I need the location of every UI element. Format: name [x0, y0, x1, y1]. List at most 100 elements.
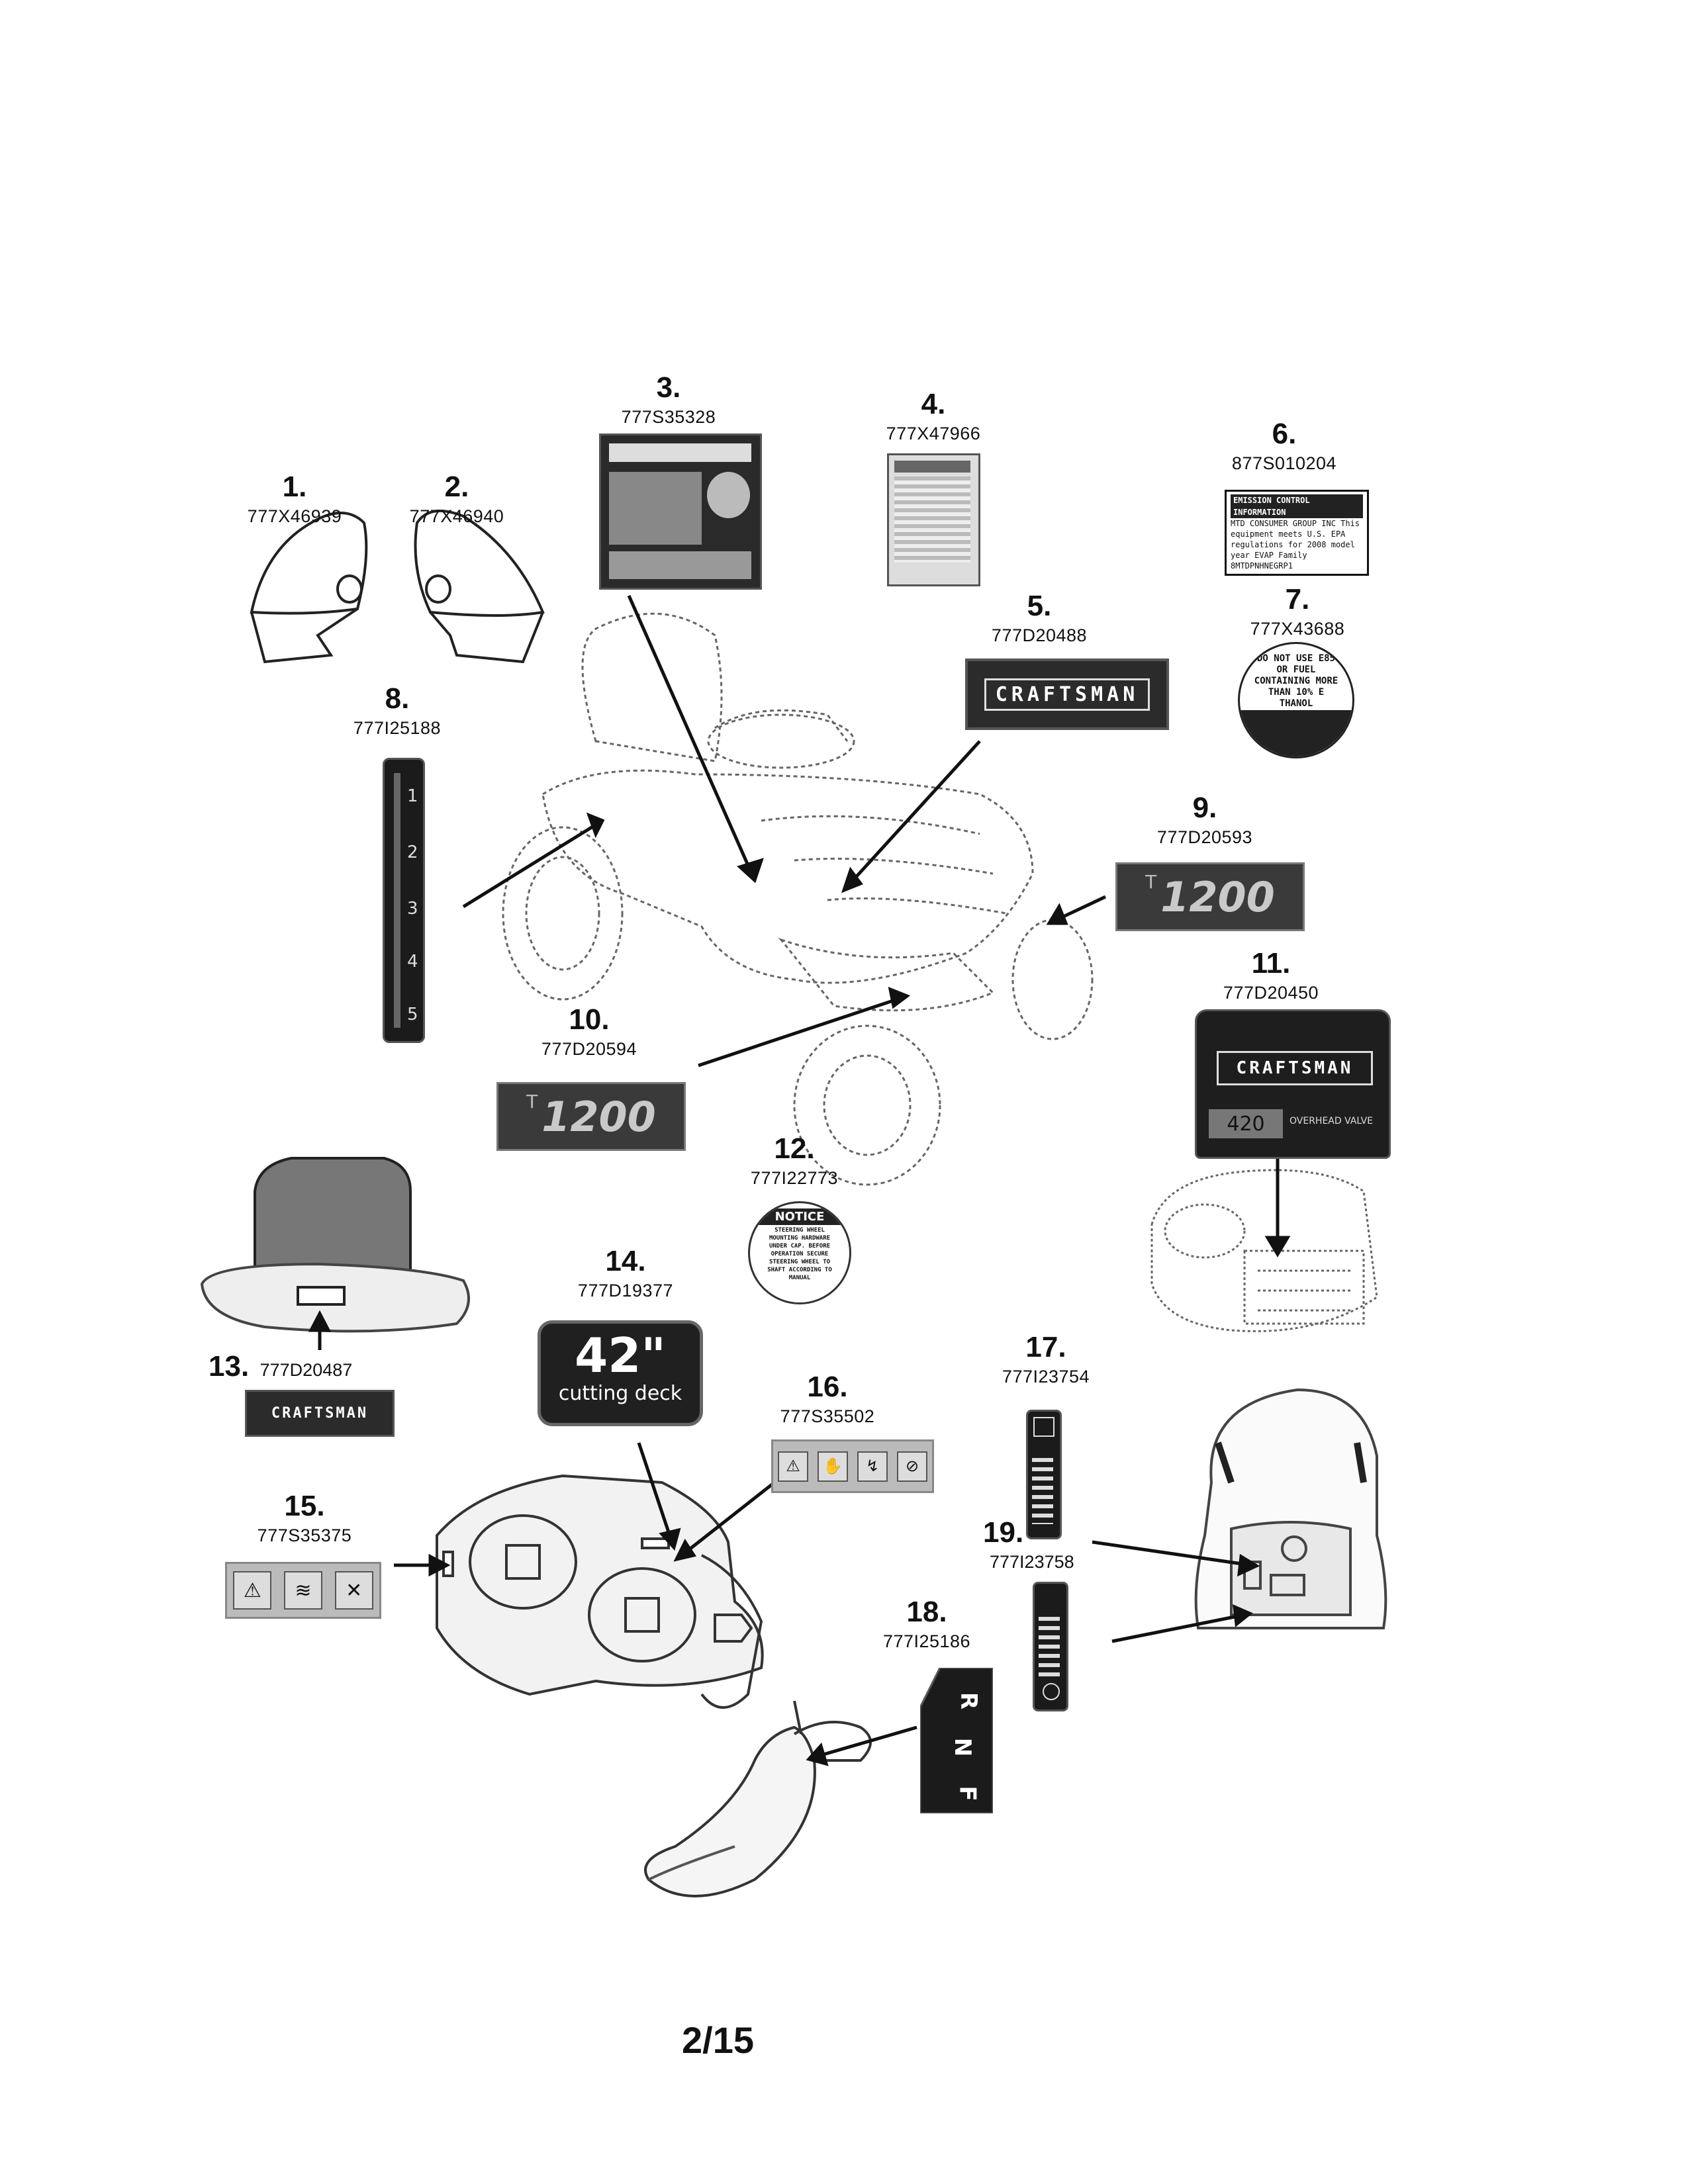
- callout-6: 6. 877S010204: [1211, 417, 1357, 475]
- pto-scale: [1039, 1617, 1060, 1676]
- callout-number: 9.: [1192, 792, 1217, 824]
- callout-17: 17. 777I23754: [980, 1330, 1112, 1388]
- lawn-tractor-illustration: [502, 612, 1094, 1186]
- callout-16: 16. 777S35502: [761, 1370, 894, 1428]
- callout-14: 14. 777D19377: [559, 1244, 692, 1302]
- model-prefix: T: [526, 1091, 538, 1113]
- engine-illustration: [1150, 1169, 1378, 1332]
- chart-grid: [894, 477, 970, 563]
- height-mark-4: 4: [407, 952, 418, 972]
- warning-triangle-icon: ⚠: [233, 1571, 272, 1610]
- fuel-warning-band: [1240, 710, 1352, 756]
- side-panel-decal-left: [250, 512, 368, 664]
- part-number: 777D20487: [259, 1360, 353, 1380]
- callout-15: 15. 777S35375: [238, 1489, 371, 1547]
- emission-header: EMISSION CONTROL INFORMATION: [1231, 494, 1363, 518]
- callout-7: 7. 777X43688: [1231, 582, 1364, 641]
- part-number: 777X43688: [1250, 619, 1345, 639]
- brand-frame: CRAFTSMAN: [984, 678, 1150, 711]
- decal-pictograms: [609, 472, 702, 545]
- height-of-cut-decal-8: 1 2 3 4 5: [383, 758, 425, 1043]
- callout-number: 17.: [1025, 1331, 1066, 1363]
- height-mark-2: 2: [407, 842, 418, 862]
- part-number: 877S010204: [1231, 453, 1337, 473]
- gear-reverse: R: [955, 1692, 982, 1710]
- decal-diagram: [707, 472, 750, 518]
- warning-triangle-icon: ⚠: [778, 1451, 808, 1482]
- part-number: 777D20594: [541, 1039, 637, 1059]
- part-number: 777S35502: [780, 1406, 875, 1426]
- callout-number: 14.: [605, 1245, 646, 1277]
- callout-number: 10.: [569, 1003, 610, 1036]
- part-number: 777I23758: [990, 1552, 1074, 1572]
- callout-number: 7.: [1285, 583, 1310, 615]
- thrown-objects-icon: ≋: [283, 1571, 322, 1610]
- hand-blade-icon: ✋: [818, 1451, 848, 1482]
- part-number: 777I25186: [882, 1631, 971, 1651]
- callout-number: 5.: [1027, 590, 1052, 622]
- callout-9: 9. 777D20593: [1139, 791, 1271, 849]
- callout-number: 1.: [282, 471, 307, 503]
- deck-caption: cutting deck: [558, 1382, 682, 1405]
- part-number: 777S35328: [621, 407, 716, 427]
- callout-number: 2.: [444, 471, 469, 503]
- bystander-icon: ✕: [334, 1571, 373, 1610]
- callout-1: 1. 777X46939: [235, 470, 354, 528]
- callout-number: 15.: [284, 1490, 325, 1522]
- callout-number: 18.: [906, 1596, 947, 1628]
- brand-label: CRAFTSMAN: [271, 1405, 369, 1422]
- fuel-warning-decal-7: DO NOT USE E85 OR FUEL CONTAINING MORE T…: [1238, 642, 1354, 758]
- callout-number: 11.: [1251, 947, 1291, 979]
- emission-body: MTD CONSUMER GROUP INC This equipment me…: [1231, 519, 1360, 570]
- brand-label: CRAFTSMAN: [995, 682, 1139, 706]
- gear-decal-18: R N F: [919, 1666, 994, 1815]
- callout-number: 19.: [983, 1516, 1024, 1549]
- callout-number: 4.: [921, 388, 946, 420]
- spec-chart-decal-4: [887, 453, 980, 586]
- model-number: 1200: [1160, 872, 1275, 921]
- no-hands-icon: ⊘: [897, 1451, 927, 1482]
- callout-12: 12. 777I22773: [728, 1132, 861, 1190]
- decal-footer-bar: [609, 551, 751, 579]
- callout-number: 8.: [385, 682, 410, 715]
- throttle-decal-17: [1026, 1410, 1062, 1539]
- brand-decal-13: CRAFTSMAN: [245, 1390, 395, 1437]
- engine-brand-label: CRAFTSMAN: [1217, 1051, 1373, 1085]
- model-decal-9: T 1200: [1115, 862, 1305, 931]
- warning-decal-15: ⚠ ≋ ✕: [225, 1562, 381, 1619]
- decal-header-bar: [609, 443, 751, 462]
- callout-number: 16.: [807, 1371, 848, 1403]
- shift-pedal-illustration: [644, 1700, 872, 1897]
- height-mark-3: 3: [407, 899, 418, 919]
- engine-type: OVERHEAD VALVE: [1289, 1116, 1374, 1126]
- pto-icon: [1043, 1683, 1060, 1700]
- height-mark-1: 1: [407, 786, 418, 806]
- part-number: 777S35375: [257, 1525, 352, 1545]
- part-number: 777X47966: [886, 424, 981, 443]
- part-number: 777D20593: [1156, 827, 1253, 847]
- callout-4: 4. 777X47966: [874, 387, 993, 445]
- callout-10: 10. 777D20594: [523, 1003, 655, 1061]
- model-prefix: T: [1145, 871, 1157, 893]
- part-number: 777D20450: [1223, 983, 1319, 1003]
- callout-2: 2. 777X46940: [397, 470, 516, 528]
- part-number: 777X46940: [409, 506, 504, 526]
- foot-blade-icon: ↯: [857, 1451, 888, 1482]
- callout-11: 11. 777D20450: [1205, 946, 1337, 1005]
- rear-fender-illustration: [1194, 1388, 1387, 1629]
- height-mark-5: 5: [407, 1005, 418, 1024]
- seat-illustration: [200, 1157, 470, 1333]
- chart-header: [894, 461, 970, 473]
- callout-19: 19. 777I23758: [983, 1516, 1074, 1574]
- part-number: 777D20488: [991, 625, 1088, 645]
- side-panel-decal-right: [414, 510, 545, 664]
- brand-decal-5: CRAFTSMAN: [965, 659, 1169, 730]
- part-number: 777D19377: [577, 1281, 674, 1300]
- pto-decal-19: [1033, 1582, 1068, 1711]
- warning-decal-16: ⚠ ✋ ↯ ⊘: [771, 1439, 934, 1493]
- model-number: 1200: [541, 1092, 656, 1141]
- emission-decal-6: EMISSION CONTROL INFORMATION MTD CONSUME…: [1225, 490, 1369, 576]
- notice-body: STEERING WHEEL MOUNTING HARDWARE UNDER C…: [767, 1227, 832, 1281]
- throttle-neutral-mark: [1033, 1417, 1055, 1437]
